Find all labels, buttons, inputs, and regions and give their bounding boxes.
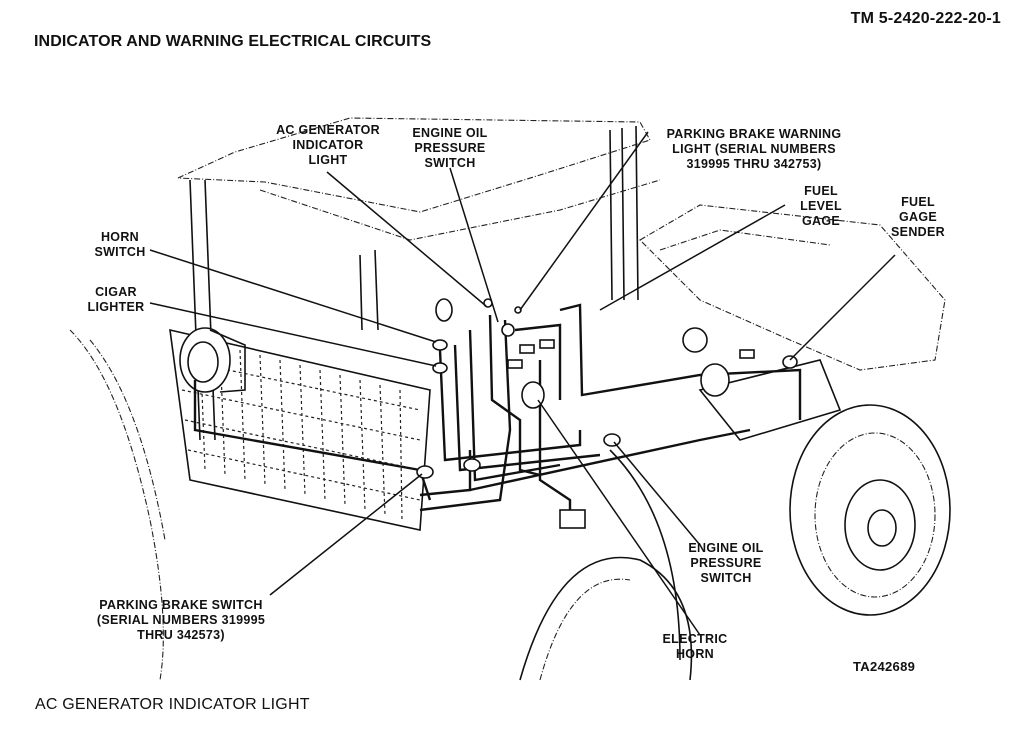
callout-parking-brake-warning-light: PARKING BRAKE WARNING LIGHT (SERIAL NUMB… <box>666 127 842 171</box>
rops-canopy <box>177 117 661 441</box>
callout-fuel-gage-sender: FUEL GAGE SENDER <box>891 195 945 239</box>
callout-ac-generator-indicator-light: AC GENERATOR INDICATOR LIGHT <box>276 123 380 167</box>
callout-engine-oil-pressure-switch-top: ENGINE OIL PRESSURE SWITCH <box>412 126 488 170</box>
callout-parking-brake-switch: PARKING BRAKE SWITCH (SERIAL NUMBERS 319… <box>96 598 266 642</box>
page-title: INDICATOR AND WARNING ELECTRICAL CIRCUIT… <box>34 33 432 50</box>
components <box>416 298 798 529</box>
callout-electric-horn: ELECTRIC HORN <box>662 632 728 661</box>
figure-id: TA242689 <box>853 659 916 674</box>
grille-panel <box>169 328 431 531</box>
left-fender <box>69 329 166 681</box>
rear-wheel <box>519 449 693 681</box>
tm-number: TM 5-2420-222-20-1 <box>850 10 1001 27</box>
callout-cigar-lighter: CIGAR LIGHTER <box>87 285 145 314</box>
callout-engine-oil-pressure-switch-bottom: ENGINE OIL PRESSURE SWITCH <box>688 541 764 585</box>
callout-fuel-level-gage: FUEL LEVEL GAGE <box>800 184 842 228</box>
leader-lines <box>149 131 896 636</box>
section-caption: AC GENERATOR INDICATOR LIGHT <box>35 696 310 713</box>
headlight <box>179 327 246 393</box>
hood <box>639 204 946 441</box>
callout-horn-switch: HORN SWITCH <box>94 230 146 259</box>
wiring-harness <box>193 303 802 512</box>
front-wheel <box>789 404 951 616</box>
